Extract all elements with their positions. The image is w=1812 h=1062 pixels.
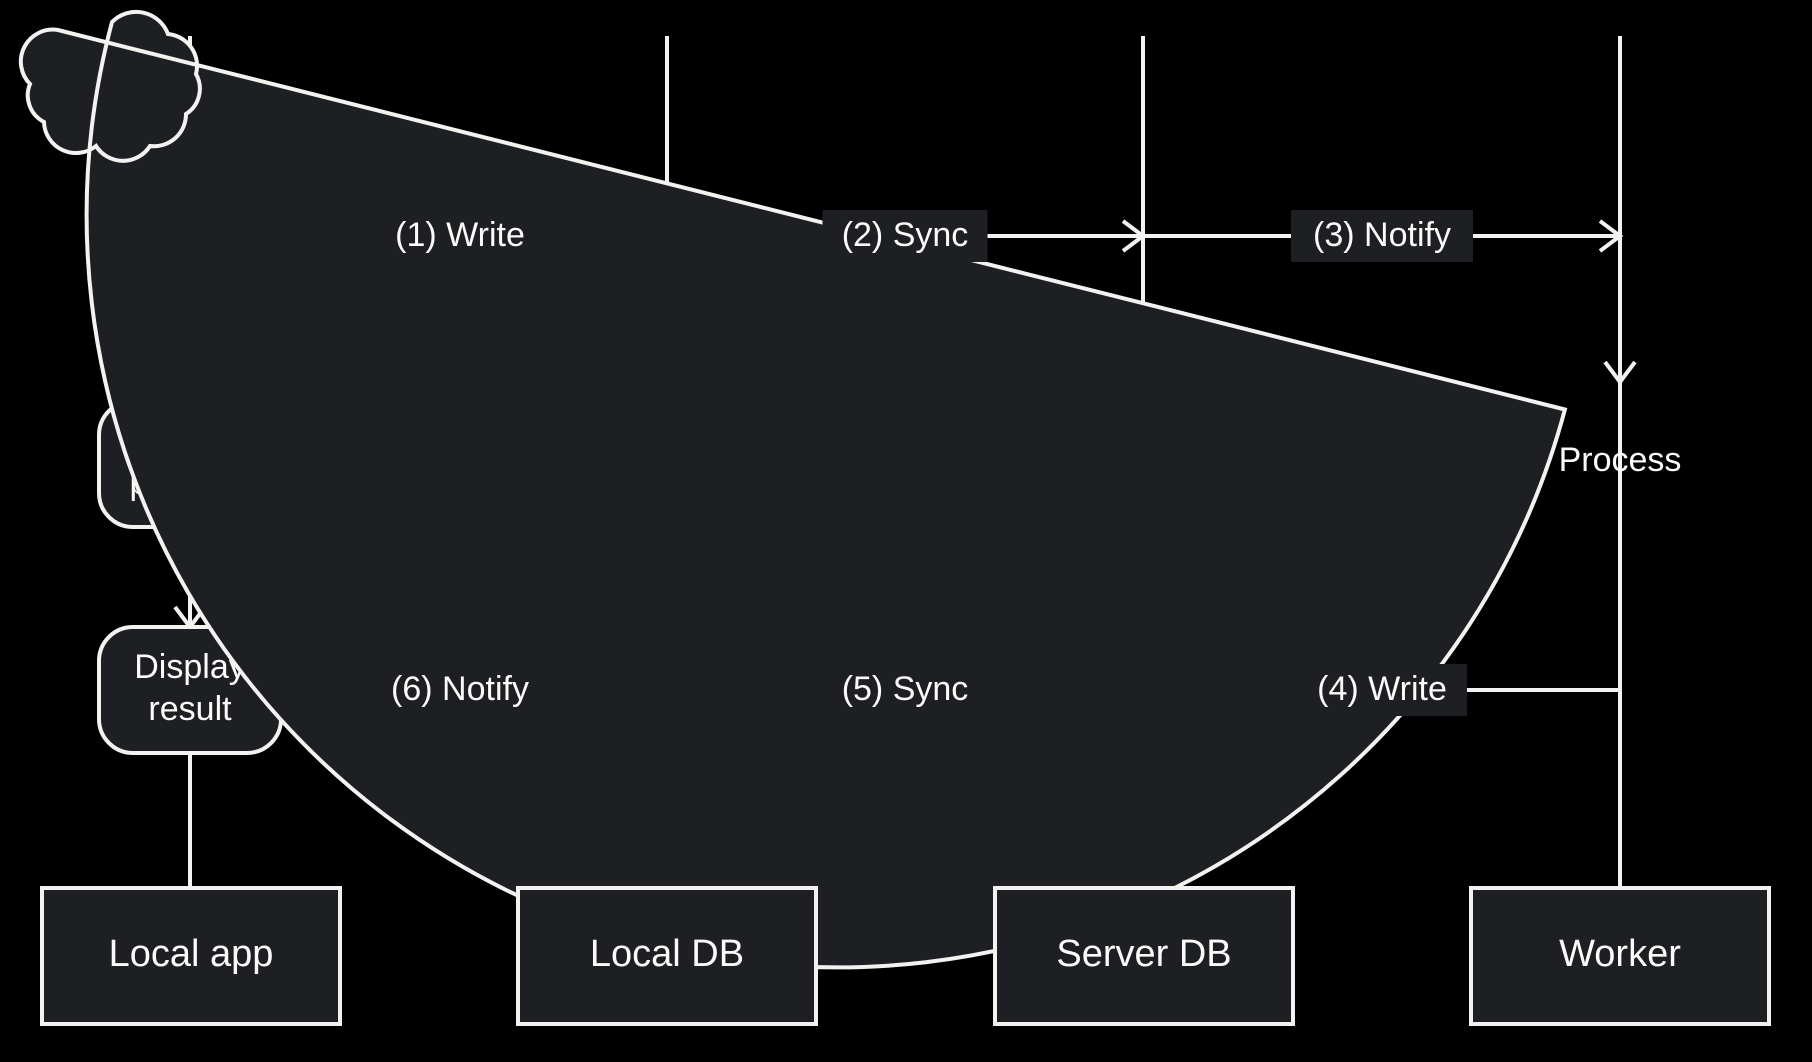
node-process[interactable]: Process (18, 9, 1682, 970)
edge-5-label: (5) Sync (822, 664, 988, 716)
edge-3-label: (3) Notify (1291, 210, 1473, 262)
edge-5-label-text: (5) Sync (842, 670, 969, 708)
edge-1-label-box (375, 210, 545, 262)
actor-server-db[interactable]: Server DB (993, 886, 1295, 1026)
edge-2-label-box (822, 210, 988, 262)
nodes-layer: UseractionDisplaypendingDisplayresultPro… (18, 9, 1682, 970)
edge-4-label-text: (4) Write (1317, 670, 1447, 708)
edge-1-label-text: (1) Write (395, 216, 525, 254)
edge-3-arrowhead (1598, 219, 1624, 253)
edge-2-label-text: (2) Sync (842, 216, 969, 254)
edge-2-label: (2) Sync (822, 210, 988, 262)
edge-5-label-box (822, 664, 988, 716)
actor-server-db-label: Server DB (1056, 933, 1231, 975)
actor-server-db-box (993, 886, 1295, 1026)
node-process-shape (18, 9, 1568, 970)
vedge-worker-to-process (1603, 236, 1637, 386)
edge-3-label-box (1291, 210, 1473, 262)
edge-4-label: (4) Write (1297, 664, 1467, 716)
actor-worker[interactable]: Worker (1469, 886, 1771, 1026)
actor-local-app[interactable]: Local app (40, 886, 342, 1026)
edge-1-label: (1) Write (375, 210, 545, 262)
edge-6-label-text: (6) Notify (391, 670, 529, 708)
edge-6-label-box (369, 664, 551, 716)
actor-worker-label: Worker (1559, 933, 1681, 975)
node-process-label-line-0: Process (1559, 441, 1682, 479)
edge-4-label-box (1297, 664, 1467, 716)
actor-local-app-box (40, 886, 342, 1026)
actor-worker-box (1469, 886, 1771, 1026)
actor-local-db-label: Local DB (590, 933, 744, 975)
vedge-worker-to-process-arrowhead (1603, 360, 1637, 386)
actors-layer: Local app Local DB Server DB Worker (40, 886, 1771, 1026)
edge-3-label-text: (3) Notify (1313, 216, 1451, 254)
edge-6-label: (6) Notify (369, 664, 551, 716)
actor-local-db[interactable]: Local DB (516, 886, 818, 1026)
actor-local-db-box (516, 886, 818, 1026)
node-display-result-label-line-1: result (148, 690, 232, 728)
edge-labels-layer: (1) Write (2) Sync (3) Notify (4) Write (5) … (369, 210, 1473, 716)
actor-local-app-label: Local app (109, 933, 274, 975)
